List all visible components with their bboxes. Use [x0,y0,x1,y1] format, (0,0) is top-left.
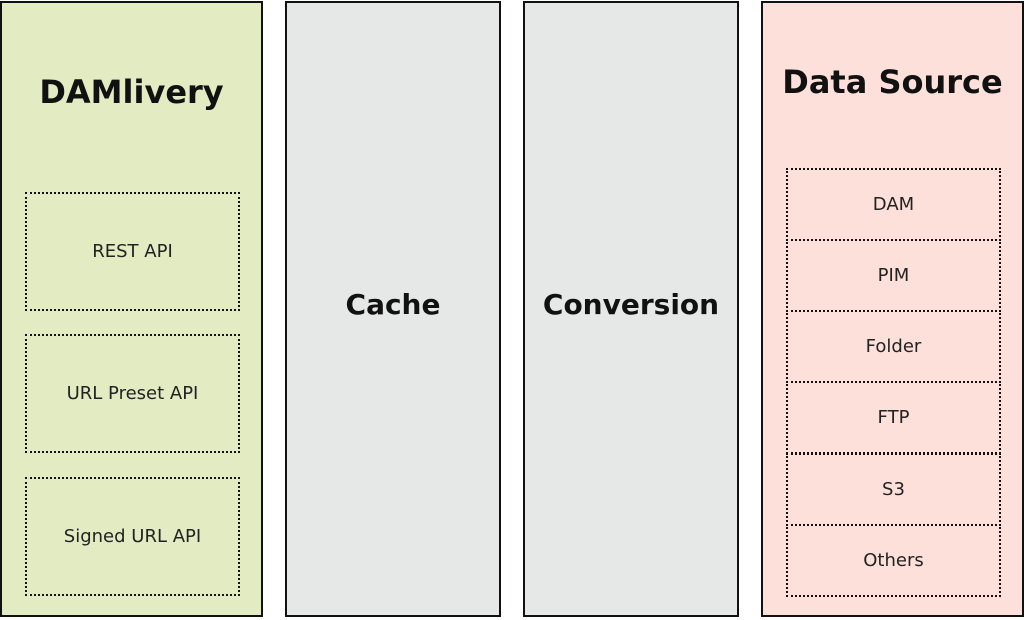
url-preset-api-box: URL Preset API [25,334,240,453]
source-others-box: Others [786,524,1001,597]
source-dam-box: DAM [786,168,1001,241]
signed-url-api-box: Signed URL API [25,477,240,596]
cache-title: Cache [345,288,441,321]
data-source-column: Data Source DAM PIM Folder FTP S3 Others [761,1,1024,617]
source-pim-box: PIM [786,239,1001,312]
conversion-column: Conversion [523,1,739,617]
source-ftp-box: FTP [786,381,1001,454]
source-folder-box: Folder [786,310,1001,383]
source-s3-box: S3 [786,453,1001,526]
conversion-title: Conversion [542,288,720,321]
rest-api-box: REST API [25,192,240,311]
cache-column: Cache [285,1,501,617]
damlivery-column: DAMlivery REST API URL Preset API Signed… [0,1,263,617]
damlivery-title: DAMlivery [39,73,224,111]
data-source-title: Data Source [782,63,1003,101]
